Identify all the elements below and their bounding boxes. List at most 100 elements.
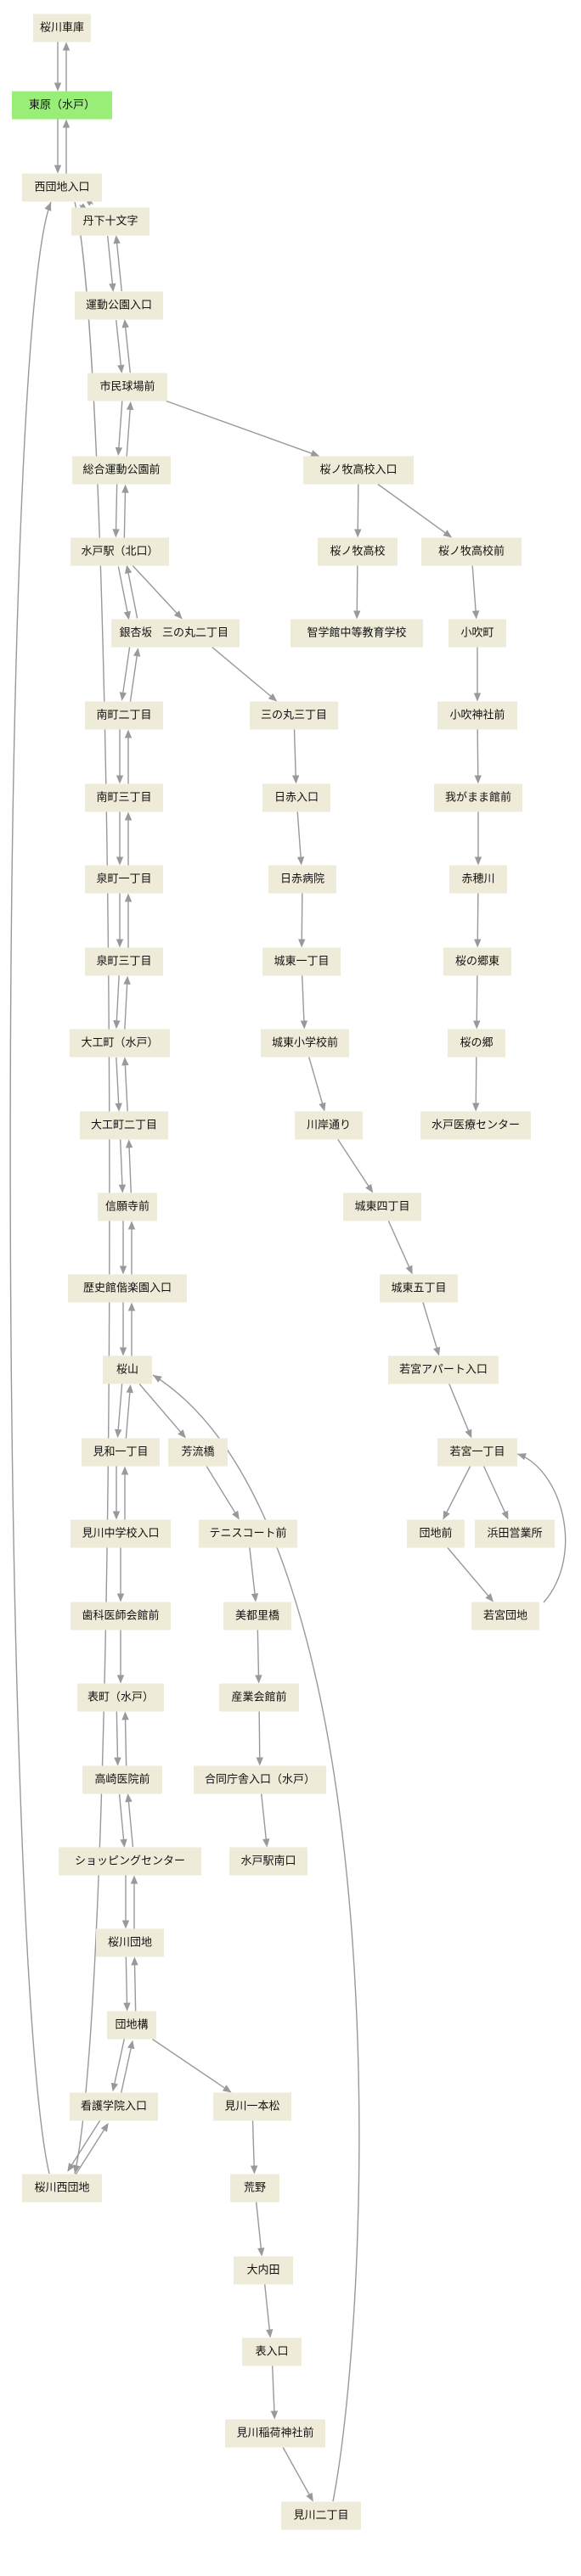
- arrowhead: [121, 1466, 129, 1475]
- edge-line: [126, 407, 131, 457]
- station-label: 団地前: [419, 1527, 452, 1541]
- edge-n7-to-n8: [112, 484, 120, 538]
- arrowhead: [365, 1183, 374, 1193]
- edge-n10-to-n11: [116, 729, 124, 784]
- arrowhead: [121, 484, 129, 493]
- arrowhead: [113, 234, 121, 244]
- edge-n58-to-n59: [471, 565, 480, 620]
- arrowhead: [474, 775, 482, 784]
- arrowhead: [266, 2329, 274, 2338]
- station-box: [443, 947, 511, 976]
- station-node: 水戸医療センター: [420, 1111, 531, 1140]
- station-label: 丹下十文字: [82, 216, 138, 228]
- edges-layer: [9, 42, 567, 2502]
- arrowhead: [232, 1510, 240, 1520]
- station-label: 桜山: [116, 1364, 138, 1377]
- station-node: 南町二丁目: [85, 701, 163, 730]
- station-label: 看護学院入口: [81, 2100, 147, 2113]
- arrowhead: [257, 2248, 265, 2257]
- edge-line: [128, 1146, 133, 1193]
- edge-n31-to-n32: [264, 2284, 274, 2338]
- arrowhead: [485, 1593, 494, 1602]
- edge-n3-to-n2: [62, 119, 71, 174]
- arrowhead: [116, 1675, 125, 1684]
- station-box: [290, 619, 423, 648]
- arrowhead: [270, 2410, 279, 2420]
- station-box: [72, 456, 171, 485]
- arrowhead: [62, 42, 71, 51]
- station-box: [449, 865, 507, 894]
- edge-line: [117, 1383, 123, 1432]
- arrowhead: [124, 564, 133, 575]
- station-label: 高崎医院前: [94, 1773, 149, 1787]
- arrowhead: [474, 856, 482, 866]
- edge-line: [475, 1057, 477, 1105]
- station-box: [87, 373, 167, 401]
- arrowhead: [251, 1593, 259, 1602]
- arrowhead: [118, 1184, 127, 1193]
- edge-n38-to-n39: [298, 893, 306, 948]
- edge-n15-to-n14: [121, 1057, 129, 1112]
- station-label: 小吹神社前: [449, 709, 505, 722]
- edge-line: [125, 1956, 128, 2005]
- station-node: 見川二丁目: [281, 2501, 361, 2530]
- station-box: [475, 1519, 555, 1548]
- arrowhead: [472, 1103, 480, 1112]
- edge-line: [124, 1064, 128, 1112]
- edge-n20-to-n21: [116, 1547, 125, 1602]
- station-box: [71, 207, 149, 236]
- edge-line: [166, 400, 313, 455]
- station-label: 歴史館偕楽園入口: [83, 1282, 172, 1295]
- station-node: 団地構: [107, 2011, 156, 2040]
- arrowhead: [112, 1511, 121, 1520]
- station-node: 表入口: [242, 2337, 302, 2366]
- station-box: [98, 1193, 157, 1221]
- arrowhead: [473, 693, 482, 702]
- station-label: 三の丸三丁目: [261, 710, 327, 722]
- edge-n51-to-n52: [255, 1630, 262, 1684]
- edge-n40-to-n41: [308, 1057, 326, 1112]
- arrowhead: [114, 1757, 121, 1766]
- station-label: 我がまま館前: [445, 791, 511, 805]
- edge-line: [70, 2118, 102, 2167]
- edge-n23-to-n22: [121, 1711, 129, 1766]
- station-box: [107, 2011, 156, 2040]
- station-box: [250, 701, 338, 730]
- arrowhead: [119, 1266, 127, 1275]
- station-label: 大工町（水戸）: [81, 1037, 158, 1050]
- station-label: 南町三丁目: [96, 791, 151, 805]
- station-node: 見和一丁目: [82, 1438, 160, 1467]
- station-node: 小吹町: [448, 619, 506, 648]
- edge-n45-to-n47: [482, 1466, 509, 1520]
- station-label: 産業会館前: [231, 1691, 286, 1704]
- edge-n1-to-n2: [54, 42, 62, 92]
- station-node: 三の丸二丁目: [151, 619, 240, 648]
- arrowhead: [443, 1510, 450, 1520]
- edge-n29-to-n30: [250, 2120, 258, 2175]
- station-node: 小吹神社前: [437, 701, 517, 730]
- edge-n59-to-n60: [473, 647, 482, 702]
- arrowhead: [310, 450, 320, 457]
- station-node: 水戸駅（北口）: [71, 537, 169, 566]
- station-box: [420, 1111, 531, 1140]
- station-label: 美都里橋: [235, 1610, 279, 1623]
- station-node: 大工町二丁目: [80, 1111, 168, 1140]
- station-label: 川岸通り: [307, 1120, 351, 1132]
- station-node: 日赤病院: [268, 865, 336, 894]
- station-label: 大内田: [246, 2264, 279, 2277]
- edge-n52-to-n53: [256, 1711, 263, 1766]
- station-label: 銀杏坂: [119, 627, 152, 640]
- station-label: 西団地入口: [34, 182, 89, 194]
- arrowhead: [116, 1593, 125, 1602]
- edge-n15-to-n16: [118, 1139, 127, 1193]
- edge-n39-to-n40: [300, 975, 308, 1030]
- arrowhead: [473, 1020, 481, 1030]
- station-box: [471, 1602, 539, 1630]
- station-box: [82, 1438, 160, 1467]
- edge-line: [123, 491, 127, 538]
- edge-line: [116, 975, 120, 1023]
- edge-n8-to-n35: [132, 565, 183, 620]
- station-label: 信願寺前: [105, 1200, 149, 1214]
- arrowhead: [100, 2123, 109, 2132]
- arrowhead: [121, 1057, 129, 1066]
